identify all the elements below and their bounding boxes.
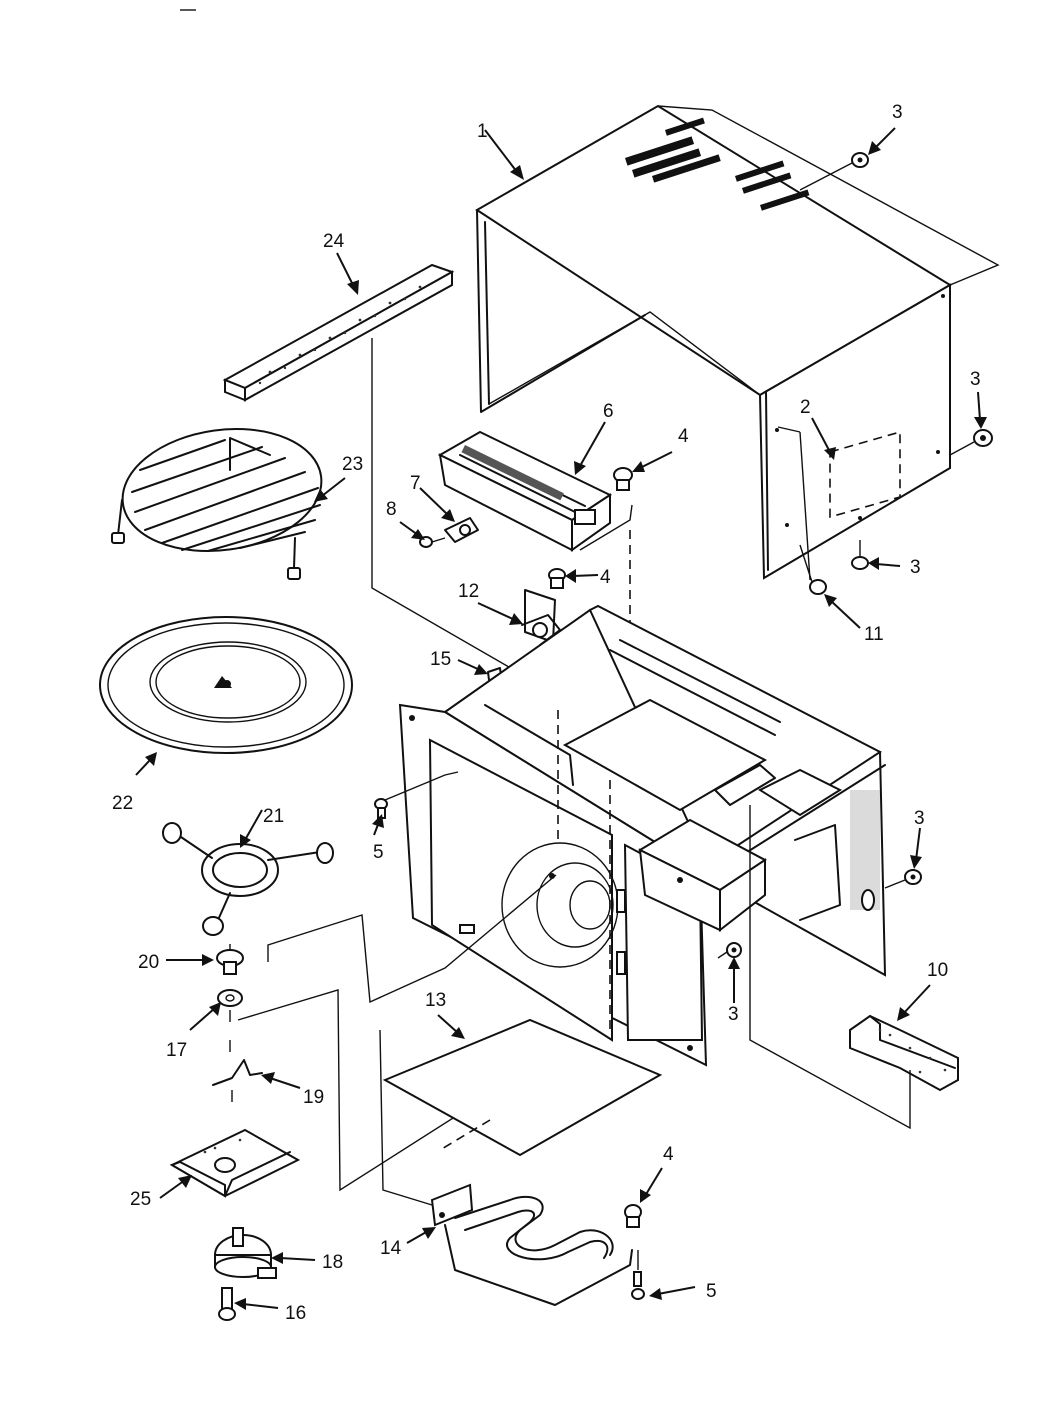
callout-8: 8 xyxy=(386,499,397,520)
callout-4-lower: 4 xyxy=(663,1144,674,1165)
callout-23: 23 xyxy=(342,454,363,475)
callout-21: 21 xyxy=(263,806,284,827)
screw-16 xyxy=(218,1287,236,1321)
glass-tray-22 xyxy=(99,616,353,754)
callout-11: 11 xyxy=(864,624,884,645)
heater-box-6 xyxy=(437,430,613,552)
screw-5-lower xyxy=(631,1250,645,1300)
strip-24-leader xyxy=(371,338,541,686)
callout-19: 19 xyxy=(303,1087,324,1108)
callout-arrows xyxy=(135,127,987,1310)
spring-clip-19 xyxy=(212,1059,263,1102)
callout-18: 18 xyxy=(322,1252,343,1273)
callout-13: 13 xyxy=(425,990,446,1011)
callout-1: 1 xyxy=(477,121,488,142)
callout-4-mid: 4 xyxy=(600,567,611,588)
roller-ring-21 xyxy=(162,822,334,936)
cabinet-vents xyxy=(624,117,810,211)
callout-4-top: 4 xyxy=(678,426,689,447)
callout-16: 16 xyxy=(285,1303,306,1324)
callout-3-side: 3 xyxy=(970,369,981,390)
screw-3-bottom xyxy=(851,540,869,570)
wire-rack-23 xyxy=(111,427,323,580)
floor-sheet-13 xyxy=(382,1018,663,1157)
screw-3-side xyxy=(949,429,993,456)
screw-11 xyxy=(777,426,827,595)
nut-4-top xyxy=(613,467,633,491)
axis-leader-1 xyxy=(237,989,561,1192)
screw-3-right xyxy=(884,869,922,889)
axis-leader-2 xyxy=(267,874,557,1004)
label-plate-area xyxy=(829,430,901,519)
bracket-7 xyxy=(444,517,479,543)
foam-block-10 xyxy=(849,1014,959,1092)
screw-3-top xyxy=(799,152,869,191)
box-leader xyxy=(579,504,633,551)
callout-5-left: 5 xyxy=(373,842,384,863)
screw-5-left xyxy=(374,771,459,819)
nut-4-lower xyxy=(624,1204,642,1228)
cabinet-leader xyxy=(657,105,1000,286)
foam-strip-24 xyxy=(222,263,455,402)
callout-25: 25 xyxy=(130,1189,151,1210)
washer-17 xyxy=(217,989,243,1007)
callout-labels: 1 2 3 3 3 3 3 4 4 4 5 5 6 7 8 10 11 12 1… xyxy=(112,102,981,1324)
callout-3-right: 3 xyxy=(914,808,925,829)
callout-12: 12 xyxy=(458,581,479,602)
callout-7: 7 xyxy=(410,473,421,494)
callout-3-top: 3 xyxy=(892,102,903,123)
callout-14: 14 xyxy=(380,1238,402,1259)
bracket-25 xyxy=(169,1128,301,1198)
callout-3-bottom: 3 xyxy=(910,557,921,578)
heater-leader xyxy=(379,1029,433,1206)
callout-17: 17 xyxy=(166,1040,187,1061)
dashed-guide-4 xyxy=(439,1119,491,1151)
callout-6: 6 xyxy=(603,401,614,422)
callout-20: 20 xyxy=(138,952,159,973)
callout-10: 10 xyxy=(927,960,948,981)
motor-18 xyxy=(214,1227,277,1279)
callout-5-lower: 5 xyxy=(706,1281,717,1302)
callout-24: 24 xyxy=(323,231,345,252)
callout-22: 22 xyxy=(112,793,133,814)
outer-cabinet xyxy=(475,104,952,580)
callout-15: 15 xyxy=(430,649,451,670)
foam-10-leader xyxy=(749,805,911,1130)
heater-element-14 xyxy=(430,1183,633,1306)
oven-chassis xyxy=(398,604,887,1067)
part-12-assembly xyxy=(521,568,566,646)
callout-2: 2 xyxy=(800,397,811,418)
screw-3-front xyxy=(717,942,742,959)
callout-3-front: 3 xyxy=(728,1004,739,1025)
coupler-20 xyxy=(216,944,244,975)
